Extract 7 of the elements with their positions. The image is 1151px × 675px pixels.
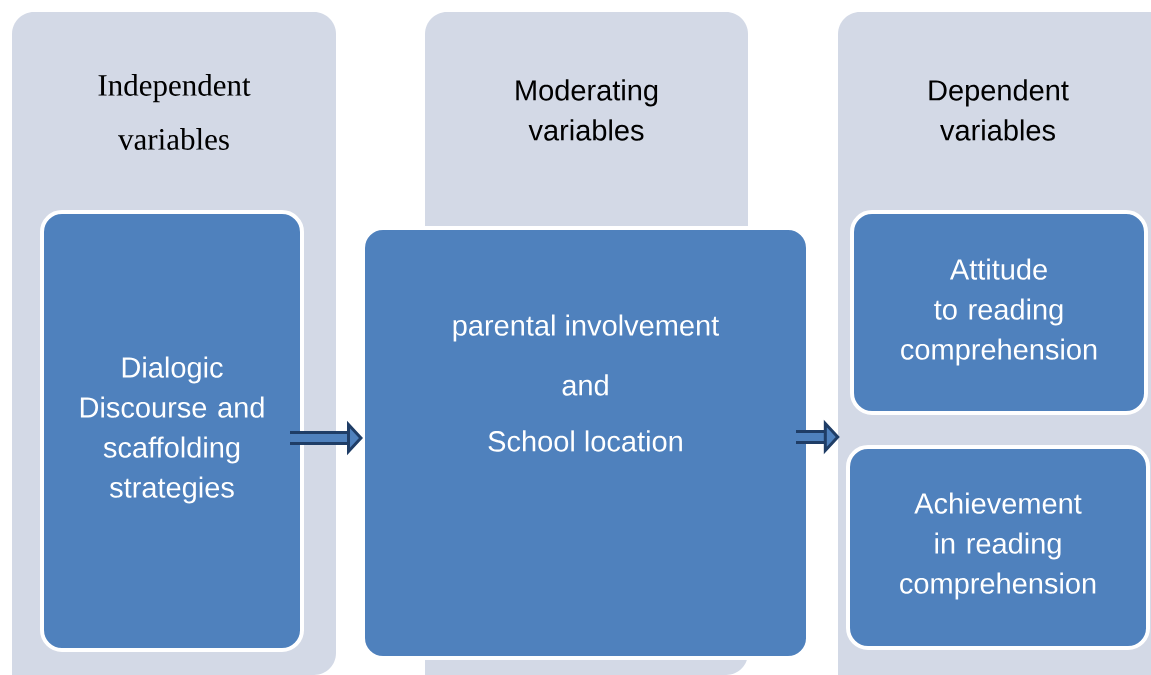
variable-box: Attitude to reading comprehension (850, 210, 1148, 415)
heading: Independent variables (98, 74, 251, 150)
variable-box: parental involvement and School location (361, 226, 810, 660)
variable-box: Dialogic Discourse and scaffolding strategies (40, 210, 304, 652)
heading: Dependent variables (929, 79, 1069, 141)
heading: Moderating variables (516, 79, 658, 141)
variable-box: Achievement in reading comprehension (846, 445, 1150, 650)
